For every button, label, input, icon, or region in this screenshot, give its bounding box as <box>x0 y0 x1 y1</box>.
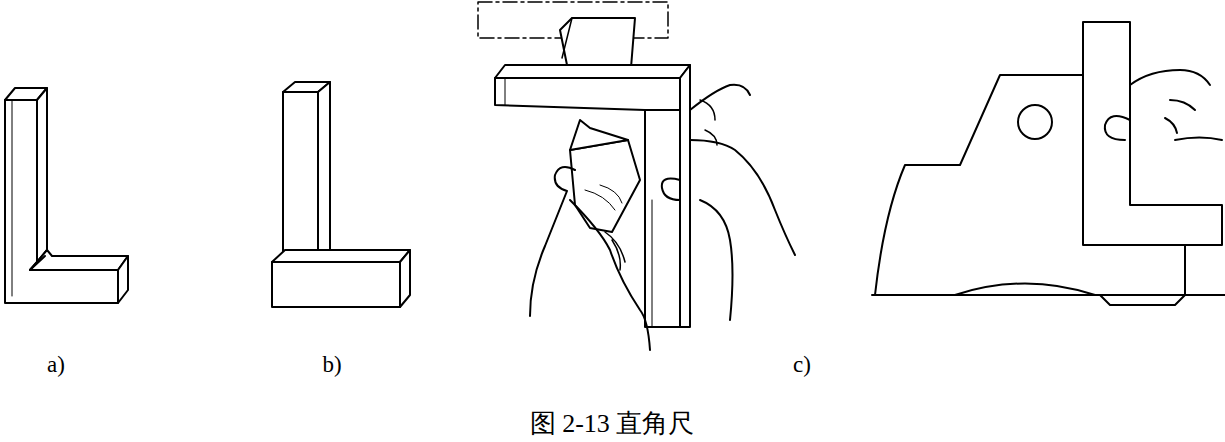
figure-part-label: c) <box>793 353 811 376</box>
square-a <box>5 88 128 303</box>
square-check-left <box>478 2 795 350</box>
figure-caption: 图 2-13 直角尺 <box>530 411 695 437</box>
square-check-right <box>872 22 1225 305</box>
figure-part-label: a) <box>47 353 65 376</box>
figure-part-label: b) <box>322 353 341 376</box>
square-b <box>272 82 410 307</box>
